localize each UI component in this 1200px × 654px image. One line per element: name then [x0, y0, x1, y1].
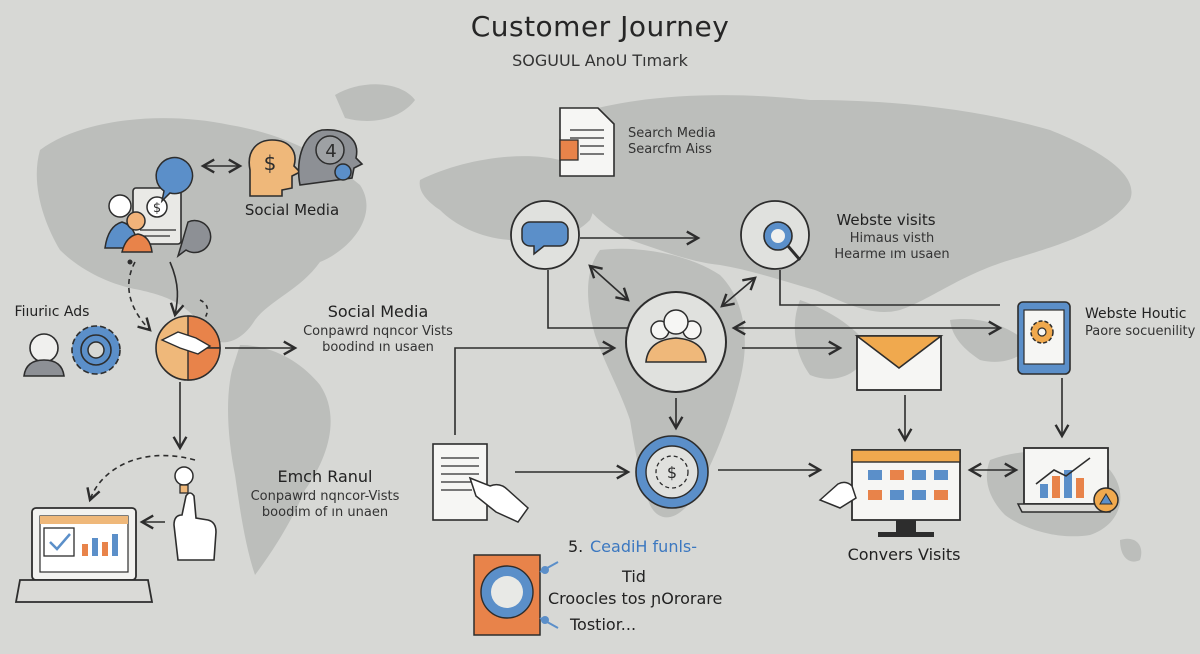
laptop-icon [14, 507, 154, 603]
pointing-hand-icon [173, 492, 217, 561]
connector-search-rightline [779, 270, 1000, 306]
envelope-icon [854, 335, 944, 391]
dollar-coin-icon: $ [153, 201, 161, 216]
website-visits-title: Webste visits [836, 211, 935, 229]
fiunic-ads-label: Fiıuriıc Ads [15, 304, 90, 320]
connector-people-wheel [169, 261, 185, 318]
lightbulb-icon [174, 466, 194, 494]
handshake-pie-icon [155, 315, 221, 381]
person-icon [23, 333, 65, 377]
connectors [86, 158, 1070, 530]
social-media-mid-line2: boodind ın usaen [322, 340, 434, 355]
monitor-dashboard-icon [818, 449, 961, 537]
social-media-top-label: Social Media [245, 201, 339, 219]
funnel-card-icon [473, 554, 559, 636]
dollar-sign-icon: $ [264, 151, 277, 175]
tid-line1: Tid [621, 567, 646, 586]
website-right-title: Webste Houtic [1085, 306, 1186, 322]
page-subtitle: SOGUUL AnoU Tımark [512, 51, 688, 70]
social-media-heads-icon: $ 4 [248, 129, 364, 197]
emch-ranul-line1: Conpawrd nqncor-Vists [251, 489, 400, 504]
connector-left-hub [454, 340, 617, 435]
chat-bubble-icon [510, 200, 580, 270]
connector-hub-left-loop [547, 270, 640, 329]
magnifier-icon [740, 200, 810, 270]
website-visits-line1: Himaus visth [850, 231, 935, 246]
connector-chat-hub [588, 264, 630, 302]
emch-ranul-title: Emch Ranul [277, 467, 372, 486]
audience-group-icon: $ [104, 156, 212, 265]
social-media-mid-title: Social Media [328, 302, 429, 321]
gear-icon [71, 325, 121, 375]
connector-search-hub [720, 276, 757, 308]
chart-monitor-icon [1016, 447, 1119, 513]
website-right-line1: Paore socuenility [1085, 324, 1196, 339]
convers-visits-label: Convers Visits [848, 545, 961, 564]
tablet-gear-icon [1017, 301, 1071, 375]
connector-dashed-laptop [86, 454, 196, 503]
cealih-funis-prefix: 5. [568, 537, 583, 556]
number-four-icon: 4 [325, 141, 336, 162]
connector-dashed-loop-2 [199, 299, 209, 319]
search-media-line2: Searcfm Aiss [628, 142, 712, 157]
search-media-line1: Search Media [628, 126, 716, 141]
social-media-mid-line1: Conpawrd nqncor Vists [303, 324, 453, 339]
tid-line3: Tostior... [569, 615, 636, 634]
emch-ranul-line2: boodim of ın unaen [262, 505, 388, 520]
target-dollar-icon: $ [635, 435, 709, 509]
target-dollar-glyph: $ [667, 463, 677, 482]
connector-dashed-loop [127, 261, 152, 332]
document-icon [559, 107, 615, 177]
tid-line2: Croocles tos ɲOrorare [548, 589, 722, 608]
website-visits-line2: Hearme ım usaen [834, 247, 949, 262]
document-hand-icon [432, 443, 529, 523]
cealih-funis-label: CeadiH funls- [590, 537, 697, 556]
page-title: Customer Journey [471, 10, 730, 43]
audience-hub-icon [625, 291, 727, 393]
